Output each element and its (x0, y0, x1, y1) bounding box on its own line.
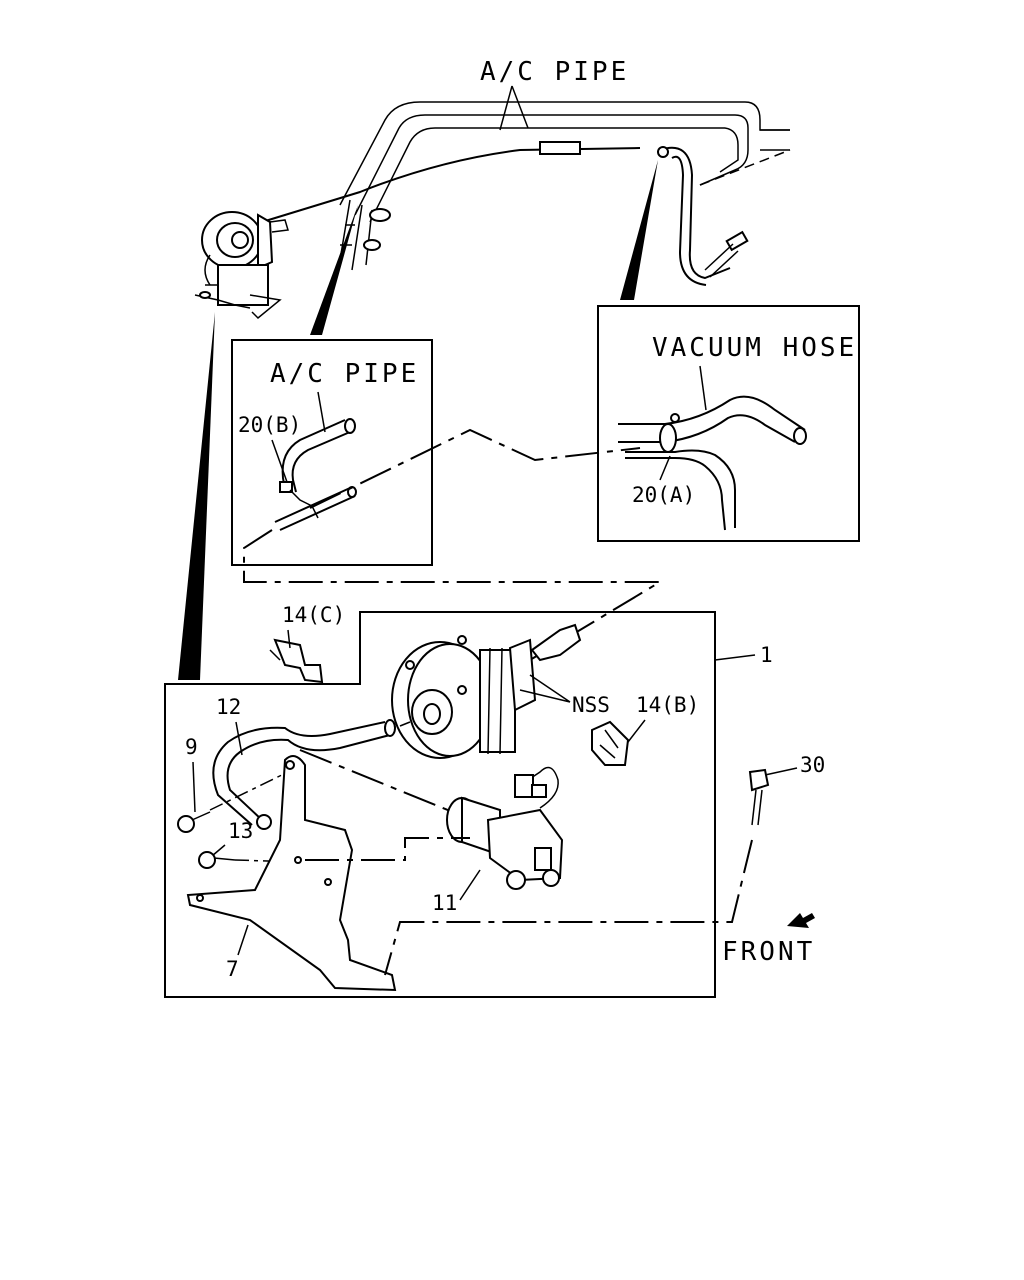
vacuum-actuator (194, 211, 289, 320)
inset-vacuum-hose-box (597, 305, 860, 542)
leader-inset-link (309, 428, 641, 509)
main-assembly-box (164, 611, 716, 998)
inset-ac-pipe-drawing (274, 418, 357, 531)
pointer-wedge-actuator (178, 312, 215, 680)
label-part-14c: 14(C) (282, 603, 345, 627)
label-part-7: 7 (226, 957, 239, 981)
leader-nss (519, 674, 571, 703)
label-front: FRONT (722, 937, 815, 967)
label-part-1: 1 (760, 643, 773, 667)
label-part-20a: 20(A) (632, 483, 695, 507)
label-part-20b: 20(B) (238, 413, 301, 437)
label-part-30: 30 (800, 753, 825, 777)
leader-part-12 (235, 721, 243, 756)
label-nss: NSS (572, 693, 610, 717)
pointer-wedge-ac-pipe (310, 205, 358, 335)
leader-part-20b (271, 439, 288, 483)
label-ac-pipe-inset: A/C PIPE (270, 359, 419, 389)
front-arrow-icon (787, 913, 815, 928)
ac-pipe-routing (261, 101, 791, 286)
leader-part-13 (211, 844, 226, 857)
inset-ac-pipe-box (231, 339, 433, 566)
vacuum-pump (391, 623, 582, 759)
bracket-7 (186, 755, 397, 992)
leader-part-11 (459, 869, 481, 901)
leader-ac-pipe-top (499, 85, 529, 131)
clip-14b (591, 719, 646, 766)
leader-vacuum-hose (699, 365, 707, 411)
label-part-9: 9 (185, 735, 198, 759)
inset-vacuum-hose-drawing (618, 395, 807, 531)
leader-part-1 (714, 654, 756, 661)
leader-part-7 (237, 924, 249, 956)
bolt-13 (198, 851, 301, 869)
pointer-wedge-vacuum-hose (620, 160, 658, 300)
label-part-12: 12 (216, 695, 241, 719)
leader-part-9 (192, 761, 196, 813)
label-part-11: 11 (432, 891, 457, 915)
leader-part-30 (764, 767, 798, 776)
leader-part-20a (659, 455, 671, 481)
clip-14c (269, 629, 324, 684)
leader-ac-pipe-inset (317, 391, 326, 433)
bolt-9 (177, 769, 293, 833)
label-part-13: 13 (228, 819, 253, 843)
hose-12 (212, 719, 396, 830)
label-vacuum-hose: VACUUM HOSE (652, 333, 857, 363)
label-ac-pipe-top: A/C PIPE (480, 57, 629, 87)
leader-inset-to-unit (243, 529, 664, 661)
label-part-14b: 14(B) (636, 693, 699, 717)
motor-11 (299, 749, 564, 890)
bolt-30 (384, 768, 770, 976)
